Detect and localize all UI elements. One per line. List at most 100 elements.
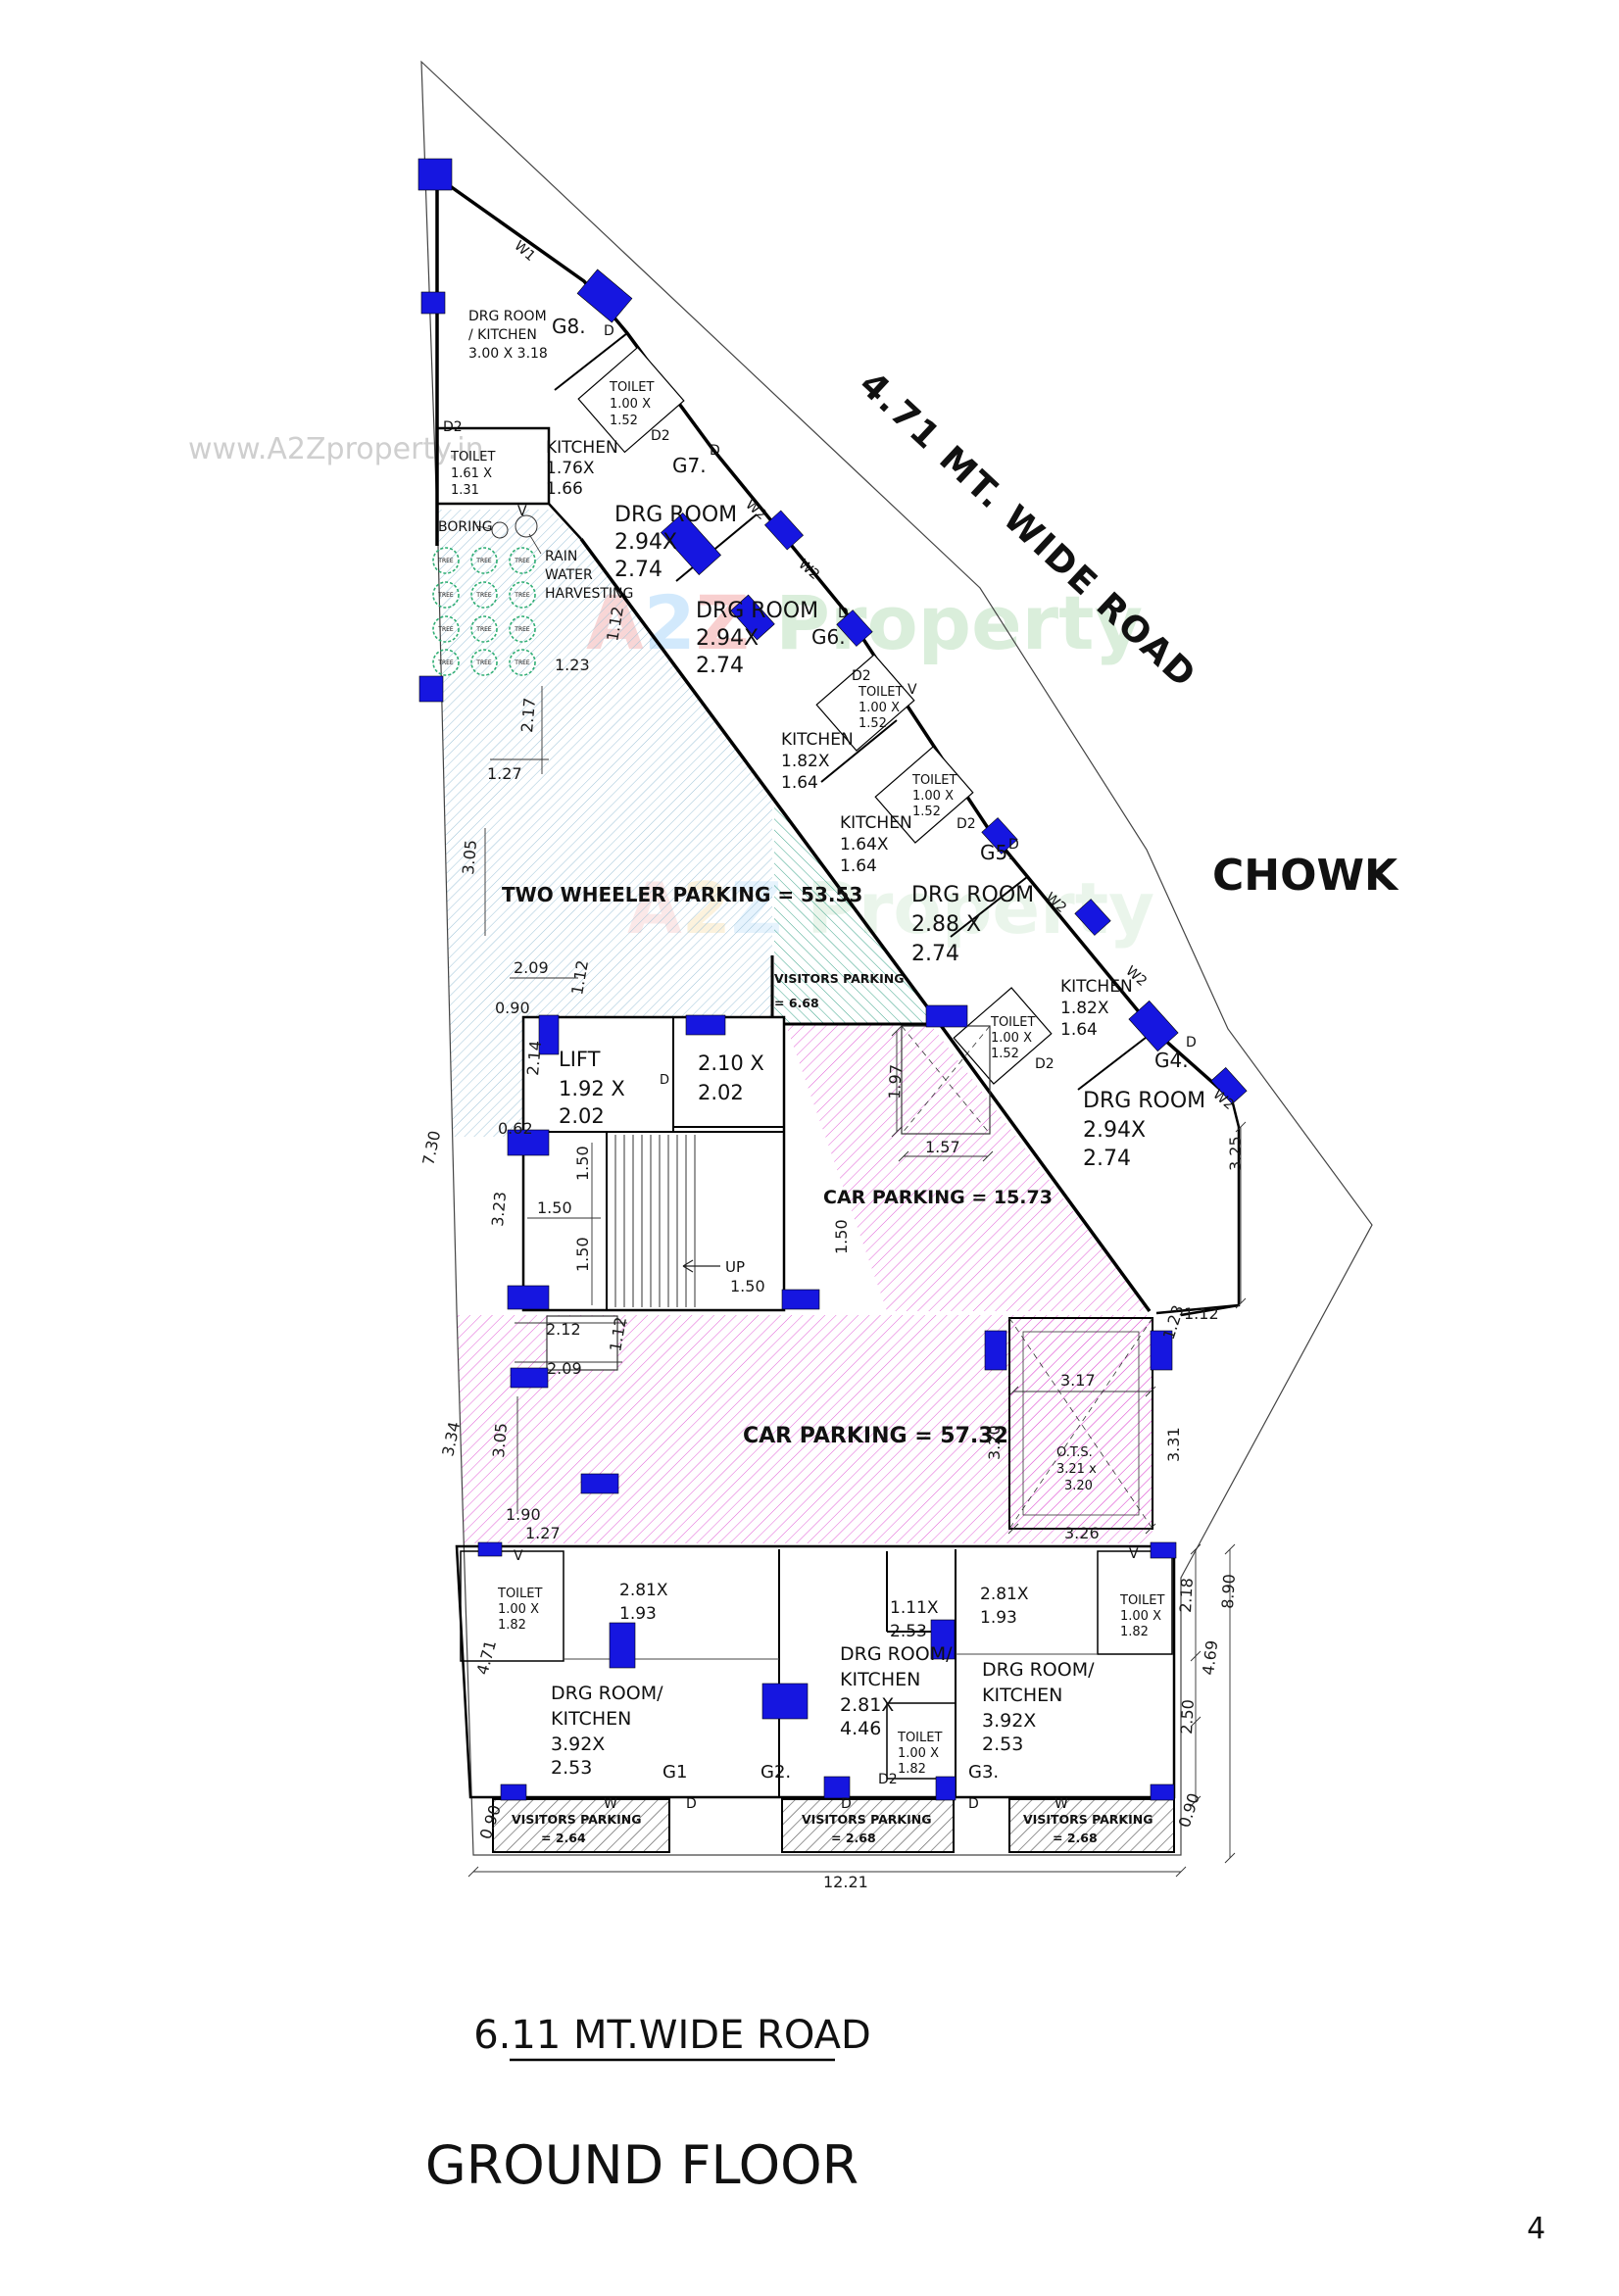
tree-icon — [509, 547, 536, 574]
opening-label: D2 — [651, 428, 670, 444]
room-label: 1.52 — [912, 805, 941, 819]
window-marker — [420, 291, 446, 315]
room-label: KITCHEN — [840, 1669, 920, 1690]
room-label: 2.74 — [696, 654, 744, 678]
vp-strip-label: = 2.64 — [541, 1831, 586, 1845]
dim-label: 1.27 — [525, 1524, 561, 1542]
room-label: 1.64 — [1060, 1020, 1098, 1040]
svg-text:TREE: TREE — [514, 659, 530, 666]
window-marker — [1150, 1783, 1175, 1801]
room-label: 2.94X — [1083, 1118, 1146, 1143]
unit-id: G8. — [552, 315, 586, 338]
room-label: 1.11X — [890, 1598, 939, 1618]
dim-label: 2.18 — [1176, 1578, 1197, 1614]
room-label: DRG ROOM — [696, 599, 818, 623]
room-label: TOILET — [990, 1015, 1035, 1030]
room-label: 1.82X — [1060, 999, 1109, 1018]
svg-text:TREE: TREE — [437, 626, 454, 633]
tree-icon — [470, 649, 498, 676]
rwh-label: WATER — [545, 567, 593, 583]
door-marker — [1128, 1000, 1179, 1052]
room-label: 2.02 — [698, 1081, 744, 1104]
unit-id: G4. — [1154, 1049, 1189, 1072]
room-label: 2.94X — [696, 626, 759, 651]
room-label: 3.92X — [551, 1734, 605, 1755]
ots-label: 3.21 x — [1056, 1462, 1097, 1477]
road-bottom-label: 6.11 MT.WIDE ROAD — [473, 2013, 871, 2058]
page-number: 4 — [1527, 2212, 1545, 2246]
opening-label: D — [838, 606, 849, 621]
watermark-url: www.A2Zproperty.in — [188, 432, 484, 466]
dim-label: 1.97 — [885, 1064, 906, 1100]
room-label: TOILET — [497, 1587, 542, 1601]
room-label: 1.64X — [840, 835, 889, 855]
room-label: 1.00 X — [498, 1602, 539, 1617]
window-marker — [781, 1289, 820, 1310]
opening-label: D — [1008, 837, 1019, 853]
lift-label: 1.92 X — [559, 1077, 625, 1100]
svg-text:TREE: TREE — [514, 626, 530, 633]
boring-icon — [491, 521, 509, 539]
window-marker — [685, 1014, 726, 1036]
dim-label: 3.17 — [1060, 1371, 1096, 1390]
dim-label: 3.05 — [489, 1422, 511, 1458]
window-marker — [609, 1622, 636, 1669]
window-marker — [507, 1129, 550, 1156]
opening-markers — [417, 158, 1248, 1801]
vp-strip-label: = 2.68 — [1053, 1831, 1098, 1845]
room-label: 2.10 X — [698, 1051, 764, 1075]
toilet-g5-box — [874, 746, 974, 844]
tree-icon — [509, 615, 536, 643]
dim-label: 3.26 — [1064, 1524, 1100, 1542]
tree-icons — [432, 547, 536, 676]
room-label: 1.61 X — [451, 466, 492, 481]
opening-label: V — [1129, 1546, 1139, 1562]
unit-id: G1 — [662, 1762, 687, 1783]
room-label: KITCHEN — [982, 1685, 1062, 1706]
opening-label: D — [1186, 1035, 1197, 1050]
car-parking-b-area — [457, 1315, 1153, 1543]
opening-label: D2 — [1035, 1056, 1055, 1072]
room-label: 2.81X — [619, 1581, 668, 1600]
ots-label: 3.20 — [1064, 1479, 1093, 1493]
toilet-west-walls — [437, 426, 582, 540]
dim-label: 12.21 — [823, 1873, 868, 1891]
vp-strip-3 — [1008, 1798, 1175, 1853]
dim-label: 2.50 — [1177, 1699, 1198, 1735]
tree-icon — [470, 547, 498, 574]
dim-label: 2.09 — [547, 1359, 582, 1378]
door-marker — [661, 512, 721, 576]
room-label: 4.46 — [840, 1718, 881, 1739]
svg-text:TREE: TREE — [514, 592, 530, 599]
dim-label: 3.25 — [1226, 1136, 1245, 1171]
opening-label: V — [908, 682, 917, 698]
room-label: 1.00 X — [898, 1746, 939, 1761]
plot-boundary — [420, 60, 1373, 1856]
dim-label: 1.12 — [1184, 1304, 1219, 1323]
room-label: 3.92X — [982, 1710, 1036, 1732]
room-label: 2.53 — [982, 1734, 1023, 1755]
window-marker — [761, 1683, 809, 1720]
room-label: 2.88 X — [911, 912, 981, 937]
window-marker — [510, 1367, 549, 1389]
svg-text:TREE: TREE — [514, 558, 530, 564]
room-label: 1.82X — [781, 752, 830, 771]
opening-label: V — [517, 504, 527, 519]
rwh-label: RAIN — [545, 549, 577, 564]
dim-label: 1.27 — [487, 764, 522, 783]
room-label: TOILET — [450, 450, 495, 464]
room-label: DRG ROOM — [614, 503, 737, 527]
room-label: 1.00 X — [991, 1031, 1032, 1046]
tree-icon — [509, 649, 536, 676]
room-label: 2.94X — [614, 530, 677, 555]
dim-label: 2.12 — [546, 1320, 581, 1339]
room-label: 1.31 — [451, 483, 479, 498]
svg-text:TREE: TREE — [437, 558, 454, 564]
core-partitions — [523, 1017, 784, 1310]
room-label: 1.00 X — [1120, 1609, 1161, 1624]
room-label: TOILET — [858, 685, 903, 700]
window-marker — [730, 594, 775, 641]
room-label: 2.81X — [840, 1694, 894, 1716]
opening-label: D — [710, 443, 720, 459]
room-label: KITCHEN — [781, 730, 854, 750]
